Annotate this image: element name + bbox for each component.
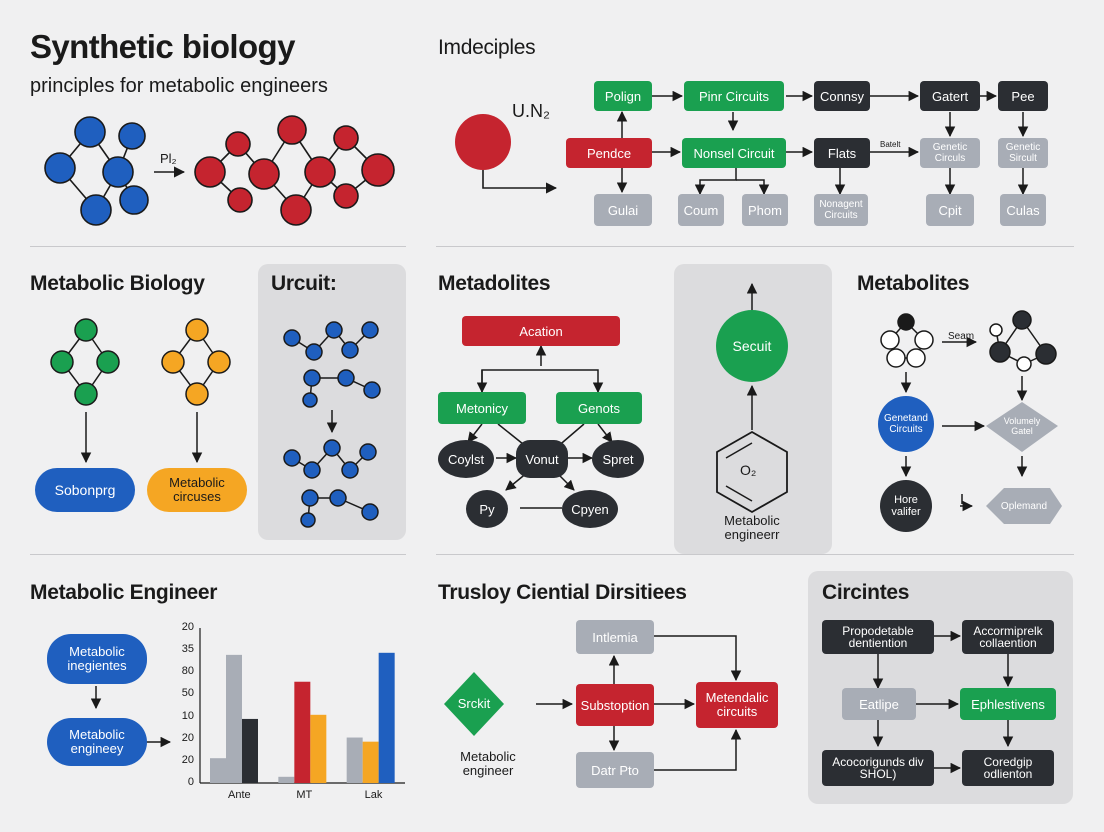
bar-ante-0 [210, 758, 226, 783]
bar-lak-5 [378, 652, 395, 783]
node-hore-valifer: Hore valifer [880, 480, 932, 532]
node-pinr-circuits: Pinr Circuits [684, 81, 784, 111]
y-tick: 35 [181, 643, 194, 656]
pill-sobonprg: Sobonprg [35, 468, 135, 512]
node-datr-pto: Datr Pto [576, 752, 654, 788]
x-tick-ante: Ante [228, 789, 251, 801]
label-seam: Seam [948, 331, 975, 342]
node-polign: Polign [594, 81, 652, 111]
y-tick: 80 [181, 665, 194, 678]
node-cpyen: Cpyen [562, 490, 618, 528]
section-title-imdeciples: Imdeciples [438, 36, 536, 59]
secuit-panel [674, 264, 832, 554]
page-subtitle: principles for metabolic engineers [30, 75, 328, 97]
x-tick-lak: Lak [364, 789, 383, 801]
node-coylst: Coylst [438, 440, 494, 478]
node-metonicy: Metonicy [438, 392, 526, 424]
label-metabolic-engineer: Metabolic engineer [460, 749, 516, 778]
node-culas: Culas [1000, 194, 1046, 226]
node-phom: Phom [742, 194, 788, 226]
node-vonut: Vonut [516, 440, 568, 478]
node-pee: Pee [998, 81, 1048, 111]
section-title-trusloy: Trusloy Ciential Dirsitiees [438, 581, 687, 604]
node-genetic-circuls: Genetic Circuls [920, 138, 980, 168]
node-genetic-sircult: Genetic Sircult [998, 138, 1048, 168]
node-gulai: Gulai [594, 194, 652, 226]
bar-mt-3 [294, 681, 311, 783]
node-genots: Genots [556, 392, 642, 424]
molecule-formula-label: U.N₂ [512, 101, 550, 121]
node-nonsel-circuit: Nonsel Circuit [682, 138, 786, 168]
pill-metabolic-engineey: Metabolic engineey [47, 718, 147, 766]
node-propodetable: Propodetable dentiention [822, 620, 934, 654]
blue-molecule [44, 116, 149, 226]
y-tick: 20 [181, 731, 194, 744]
reaction-arrow-label: Pl₂ [160, 151, 177, 166]
section-title-urcuit: Urcuit: [271, 272, 337, 295]
section-title-metabolites: Metabolites [857, 272, 970, 295]
bar-lak-0 [346, 737, 363, 783]
section-title-metabolic-biology: Metabolic Biology [30, 272, 205, 295]
label-oplemand: Oplemand [1000, 501, 1048, 512]
bar-mt-0 [278, 776, 295, 783]
node-connsy: Connsy [814, 81, 870, 111]
label-srckit: Srckit [457, 696, 491, 711]
node-py: Py [466, 490, 508, 528]
node-eatlipe: Eatlipe [842, 688, 916, 720]
bar-lak-4 [362, 741, 379, 783]
node-spret: Spret [592, 440, 644, 478]
node-secuit: Secuit [716, 310, 788, 382]
y-tick: 50 [181, 687, 194, 700]
node-pendce: Pendce [566, 138, 652, 168]
divider-left-1 [30, 246, 406, 247]
node-cpit: Cpit [926, 194, 974, 226]
node-acocorigunds: Acocorigunds div SHOL) [822, 750, 934, 786]
y-tick: 20 [181, 621, 194, 633]
bar-chart-bars [210, 652, 395, 783]
node-flats: Flats [814, 138, 870, 168]
node-genetand-circuits: Genetand Circuits [878, 396, 934, 452]
section-title-metabolic-engineer: Metabolic Engineer [30, 581, 218, 604]
node-substoption: Substoption [576, 684, 654, 726]
node-nonagent-circuits: Nonagent Circuits [814, 194, 868, 226]
node-intlemia: Intlemia [576, 620, 654, 654]
label-o2: O₂ [740, 462, 757, 478]
node-coredgip: Coredgip odlienton [962, 750, 1054, 786]
divider-left-2 [30, 554, 406, 555]
x-tick-mt: MT [296, 789, 313, 801]
divider-right-1 [436, 246, 1074, 247]
divider-right-2 [436, 554, 1074, 555]
y-tick: 10 [181, 709, 194, 722]
label-volumely-gatel: Volumely Gatel [1003, 416, 1041, 436]
urcuit-panel [258, 264, 406, 540]
bar-ante-1 [226, 654, 242, 783]
y-tick: 20 [181, 753, 194, 766]
node-metendalic-circuits: Metendalic circuits [696, 682, 778, 728]
bar-mt-4 [310, 714, 327, 783]
pill-metabolic-circuses: Metabolic circuses [147, 468, 247, 512]
node-acation: Acation [462, 316, 620, 346]
section-title-metadolites: Metadolites [438, 272, 551, 295]
node-gatert: Gatert [920, 81, 980, 111]
bar-ante-2 [242, 718, 258, 783]
section-title-circintes: Circintes [822, 581, 910, 604]
node-ephlestivens: Ephlestivens [960, 688, 1056, 720]
label-metabolic-engineerr: Metabolic engineerr [724, 513, 780, 542]
red-molecule [194, 115, 395, 226]
page-title: Synthetic biology [30, 28, 295, 65]
pill-metabolic-inegientes: Metabolic inegientes [47, 634, 147, 684]
small-label-batelt: Batelt [880, 140, 901, 149]
node-count: Coum [678, 194, 724, 226]
bar-chart-axes [199, 628, 405, 784]
node-accormiprelk: Accormiprelk collaention [962, 620, 1054, 654]
y-tick: 0 [187, 776, 194, 788]
